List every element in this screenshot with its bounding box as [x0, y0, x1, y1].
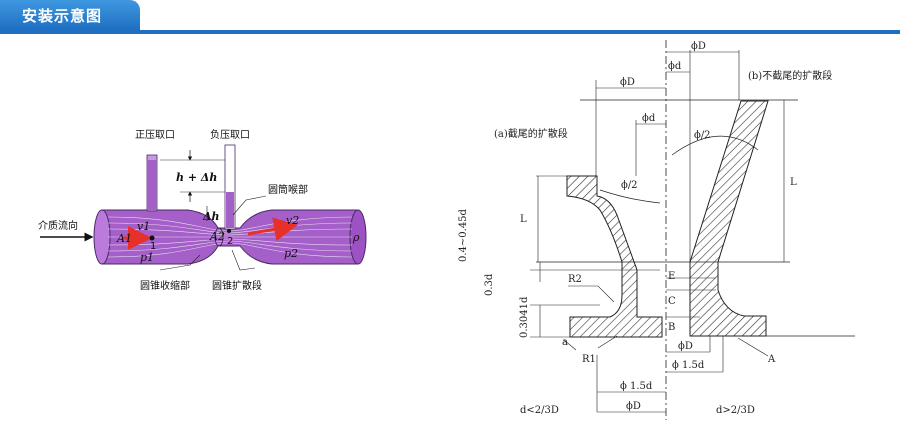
dim-a: a	[562, 337, 568, 348]
dim-04-045d: 0.4~0.45d	[458, 208, 469, 262]
condition-left: d<2/3D	[520, 405, 559, 416]
venturi-diagram: 正压取口 负压取口 h + Δh Δh 圆筒喉部 介质流向 圆锥收缩部 圆锥扩散…	[38, 128, 367, 292]
dim-phiD-top: ϕD	[691, 41, 706, 52]
dim-phiD-bottom-right: ϕD	[678, 341, 693, 352]
section-2-label: 2	[227, 236, 233, 247]
condition-right: d>2/3D	[716, 405, 755, 416]
title-b: (b)不截尾的扩散段	[748, 69, 832, 82]
page-title: 安装示意图	[22, 7, 103, 25]
dim-phid-mid: ϕd	[642, 113, 656, 124]
negative-tap-liquid	[226, 192, 234, 228]
negative-tap-tube	[224, 144, 236, 230]
a2-label: A2	[209, 230, 225, 243]
label-r1: R1	[582, 354, 596, 365]
inlet-face	[93, 209, 111, 265]
section-1-label: 1	[150, 241, 156, 252]
angle-a: ϕ/2	[621, 180, 638, 191]
header-bar	[0, 30, 900, 34]
label-b: B	[668, 322, 675, 333]
dim-03041d: 0.3041d	[519, 296, 530, 338]
dim-phi15d-right: ϕ 1.5d	[672, 360, 705, 371]
header-tab	[0, 0, 140, 30]
p1-label: p1	[140, 251, 154, 264]
label-e: E	[668, 271, 675, 282]
throat-label: 圆筒喉部	[268, 183, 308, 196]
diffuser-a-wall	[566, 175, 663, 338]
a1-label: A1	[116, 232, 132, 245]
dim-phid-top: ϕd	[668, 61, 682, 72]
v1-label: v1	[137, 220, 150, 233]
dim-03d: 0.3d	[484, 273, 495, 296]
dim-phi15d-left: ϕ 1.5d	[620, 381, 653, 392]
title-a: (a)截尾的扩散段	[494, 127, 568, 140]
v2-label: v2	[286, 214, 299, 227]
diffuser-labels: (a)截尾的扩散段 (b)不截尾的扩散段 ϕD ϕd ϕD ϕd ϕ/2 ϕ/2…	[458, 41, 832, 416]
dim-phiD-mid: ϕD	[620, 77, 635, 88]
dh-label: Δh	[202, 210, 220, 223]
angle-b: ϕ/2	[694, 130, 711, 141]
positive-tap-label: 正压取口	[135, 129, 175, 141]
dim-L-b: L	[790, 177, 797, 188]
rho-label: ρ	[352, 231, 360, 244]
converging-label: 圆锥收缩部	[140, 279, 190, 292]
diffuser-drawing	[530, 40, 855, 420]
label-a-point: A	[767, 354, 776, 365]
positive-tap-liquid	[148, 160, 156, 210]
dim-L-a: L	[520, 214, 527, 225]
p2-label: p2	[284, 247, 298, 260]
head-label: h + Δh	[176, 171, 217, 184]
dim-phiD-bottom-left: ϕD	[626, 401, 641, 412]
negative-tap-label: 负压取口	[210, 128, 250, 141]
label-r2: R2	[568, 274, 582, 285]
flow-arrow-outlet	[247, 217, 298, 242]
diverging-label: 圆锥扩散段	[212, 279, 262, 292]
label-c: C	[668, 296, 676, 307]
throat-section	[214, 227, 224, 247]
medium-flow-label: 介质流向	[38, 219, 78, 232]
header: 安装示意图	[0, 0, 900, 34]
